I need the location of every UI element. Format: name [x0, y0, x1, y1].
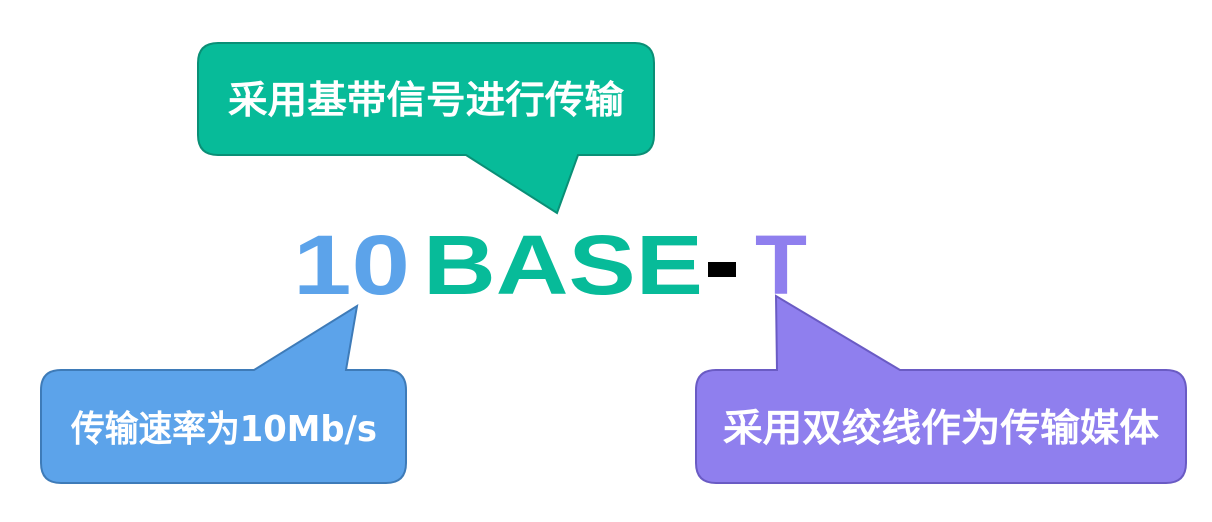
callout-medium-bubble	[695, 294, 1187, 484]
standard-base-part: BASE	[423, 218, 703, 312]
standard-name: 10 BASE - T	[293, 218, 807, 312]
callout-baseband-text: 采用基带信号进行传输	[228, 78, 625, 122]
standard-medium-part: T	[755, 218, 807, 312]
callout-speed-text: 传输速率为10Mb/s	[70, 409, 377, 450]
callout-baseband-bubble	[197, 42, 655, 215]
callout-baseband: 采用基带信号进行传输	[197, 42, 655, 215]
standard-speed-part: 10	[293, 218, 410, 312]
callout-medium-text: 采用双绞线作为传输媒体	[723, 406, 1159, 450]
standard-dash	[708, 262, 736, 277]
callout-medium: 采用双绞线作为传输媒体	[695, 294, 1187, 484]
callout-speed: 传输速率为10Mb/s	[40, 303, 407, 484]
callout-speed-bubble	[40, 303, 407, 484]
